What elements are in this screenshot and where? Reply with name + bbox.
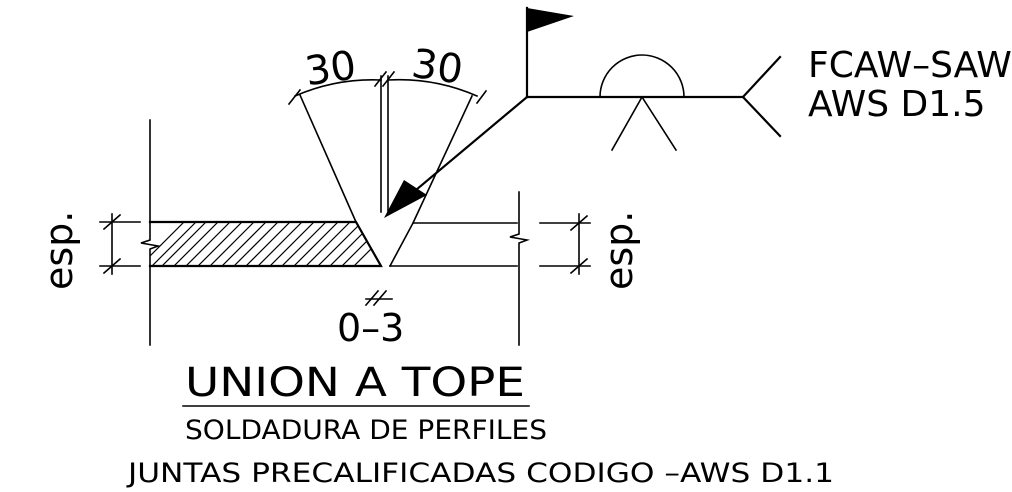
weld-arrow-head-icon — [384, 180, 427, 218]
title-block: UNION A TOPE SOLDADURA DE PERFILES JUNTA… — [126, 360, 834, 489]
bevel-angle-dimension: 30 30 — [287, 41, 488, 225]
bevel-angle-left-label: 30 — [302, 43, 359, 96]
root-gap-dimension: 0–3 — [337, 289, 404, 350]
bevel-angle-right-label: 30 — [409, 41, 466, 94]
thickness-left-label: esp. — [37, 211, 81, 290]
left-break-line — [140, 119, 162, 346]
weld-arrow-leader — [408, 95, 529, 197]
left-plate-hatching — [150, 222, 381, 266]
weld-contour-arc-icon — [599, 54, 685, 98]
thickness-dimension-left: esp. — [37, 211, 141, 290]
weld-process-label: FCAW–SAW — [808, 45, 1012, 86]
root-gap-label: 0–3 — [337, 306, 404, 350]
right-plate — [388, 191, 531, 346]
weld-tail-icon — [741, 55, 782, 99]
right-break-line — [509, 191, 531, 346]
weld-spec-label: AWS D1.5 — [808, 84, 986, 125]
footer-note: JUNTAS PRECALIFICADAS CODIGO –AWS D1.1 — [126, 458, 834, 489]
left-plate — [140, 119, 383, 346]
main-title: UNION A TOPE — [185, 360, 525, 406]
thickness-dimension-right: esp. — [539, 211, 641, 290]
field-weld-flag-icon — [527, 8, 574, 32]
weld-symbol: FCAW–SAW AWS D1.5 — [384, 6, 1012, 218]
v-groove-symbol-icon — [610, 95, 644, 152]
subtitle: SOLDADURA DE PERFILES — [185, 415, 547, 446]
thickness-right-label: esp. — [597, 211, 641, 290]
